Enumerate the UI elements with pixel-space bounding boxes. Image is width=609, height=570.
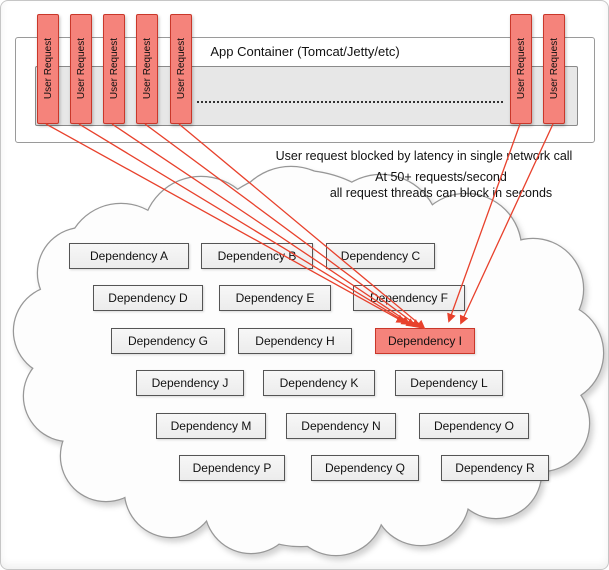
user-request-box: User Request <box>70 14 92 124</box>
user-request-label: User Request <box>75 38 87 100</box>
dependency-box-h: Dependency H <box>238 328 352 354</box>
user-request-box: User Request <box>136 14 158 124</box>
dependency-box-m: Dependency M <box>156 413 266 439</box>
note-threads-block: all request threads can block in seconds <box>329 186 553 200</box>
note-blocked-by-latency: User request blocked by latency in singl… <box>275 149 573 163</box>
dependency-box-n: Dependency N <box>286 413 396 439</box>
thread-ellipsis-divider <box>197 101 503 103</box>
dependency-box-l: Dependency L <box>395 370 503 396</box>
dependency-box-j: Dependency J <box>136 370 244 396</box>
dependency-box-a: Dependency A <box>69 243 189 269</box>
dependency-box-i-highlighted: Dependency I <box>375 328 475 354</box>
dependency-box-d: Dependency D <box>93 285 203 311</box>
user-request-box: User Request <box>37 14 59 124</box>
user-request-label: User Request <box>42 38 54 100</box>
dependency-box-o: Dependency O <box>419 413 529 439</box>
dependency-box-b: Dependency B <box>201 243 313 269</box>
user-request-label: User Request <box>515 38 527 100</box>
user-request-box: User Request <box>543 14 565 124</box>
user-request-label: User Request <box>141 38 153 100</box>
dependency-box-q: Dependency Q <box>311 455 419 481</box>
dependency-box-p: Dependency P <box>179 455 285 481</box>
dependency-box-r: Dependency R <box>441 455 549 481</box>
dependency-box-c: Dependency C <box>326 243 435 269</box>
dependency-box-f: Dependency F <box>353 285 465 311</box>
user-request-box: User Request <box>510 14 532 124</box>
user-request-label: User Request <box>175 38 187 100</box>
user-request-label: User Request <box>108 38 120 100</box>
dependency-box-k: Dependency K <box>263 370 375 396</box>
user-request-box: User Request <box>103 14 125 124</box>
dependency-box-g: Dependency G <box>111 328 225 354</box>
app-container-label: App Container (Tomcat/Jetty/etc) <box>210 44 400 59</box>
note-request-rate: At 50+ requests/second <box>375 170 507 184</box>
user-request-label: User Request <box>548 38 560 100</box>
dependency-box-e: Dependency E <box>219 285 331 311</box>
user-request-box: User Request <box>170 14 192 124</box>
